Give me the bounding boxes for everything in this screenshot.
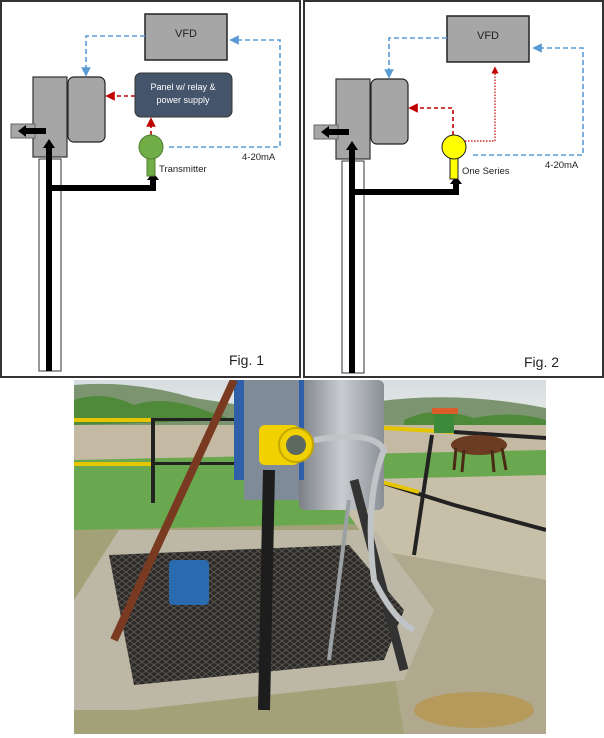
fence-post-right xyxy=(412,434,434,556)
sensor-tap-line xyxy=(352,181,459,195)
transmitter-label: Transmitter xyxy=(159,164,207,175)
one-series-sensor-icon xyxy=(441,134,467,160)
wellhead-photo-illustration xyxy=(74,380,546,734)
sensor-to-motor-relay xyxy=(408,103,454,135)
machine-top xyxy=(432,408,458,414)
sensor-to-vfd-signal xyxy=(473,43,584,156)
fence-rail-yellow-lower xyxy=(74,462,154,466)
figure-caption: Fig. 2 xyxy=(524,354,559,370)
fence-post xyxy=(151,418,155,503)
signal-label: 4-20mA xyxy=(242,152,276,163)
conduit-rod xyxy=(327,499,351,661)
pump-motor-photo xyxy=(299,380,384,510)
figure-2-panel: VFD One Series 4-20mA Fig. 2 xyxy=(303,0,604,378)
fence-rail-yellow xyxy=(74,418,154,422)
transmitter-display xyxy=(286,435,306,455)
figure-2-diagram: VFD One Series 4-20mA Fig. 2 xyxy=(313,15,584,374)
fence-rail-black xyxy=(154,418,234,421)
figure-caption: Fig. 1 xyxy=(229,352,264,368)
cow-legs xyxy=(452,447,508,473)
flow-arrow-icon xyxy=(18,125,26,137)
tubing-arrow-icon xyxy=(346,141,358,150)
vfd-label: VFD xyxy=(175,28,197,40)
sensor-label: One Series xyxy=(462,166,510,177)
panel-label-line2: power supply xyxy=(156,95,210,105)
tap-arrow-icon xyxy=(450,176,462,184)
figure-1-diagram: VFD Panel w/ relay & power supply Transm… xyxy=(10,13,281,372)
signal-label: 4-20mA xyxy=(545,160,579,171)
sensor-stem xyxy=(449,156,459,180)
flow-arrow-icon xyxy=(321,126,329,138)
vfd-label: VFD xyxy=(477,30,499,42)
sensor-to-vfd-relay xyxy=(465,66,499,142)
blue-jug xyxy=(169,560,209,605)
transmitter-to-vfd-signal xyxy=(169,35,281,148)
green-machine xyxy=(434,413,454,433)
wellhead-photo xyxy=(74,380,546,734)
tubing-arrow-icon xyxy=(43,139,55,148)
figure-1-panel: VFD Panel w/ relay & power supply Transm… xyxy=(0,0,301,378)
fence-rail-black-right xyxy=(453,430,546,440)
mud-puddle xyxy=(414,692,534,728)
vfd-box xyxy=(446,15,530,63)
flex-conduit xyxy=(313,433,416,633)
panel-label-line1: Panel w/ relay & xyxy=(150,82,215,92)
pump-motor xyxy=(370,78,409,145)
transmitter-icon xyxy=(138,134,164,160)
pump-motor xyxy=(67,76,106,143)
vfd-to-motor-signal xyxy=(384,37,447,79)
support-leg xyxy=(349,478,409,672)
vfd-to-motor-signal xyxy=(81,35,145,77)
black-pole xyxy=(258,469,275,711)
sensor-tap-line xyxy=(49,177,156,191)
vfd-box xyxy=(144,13,228,61)
rusty-pipe xyxy=(110,380,238,642)
trees-left xyxy=(74,396,234,425)
relay-panel xyxy=(134,72,233,118)
cow-body xyxy=(451,435,507,455)
